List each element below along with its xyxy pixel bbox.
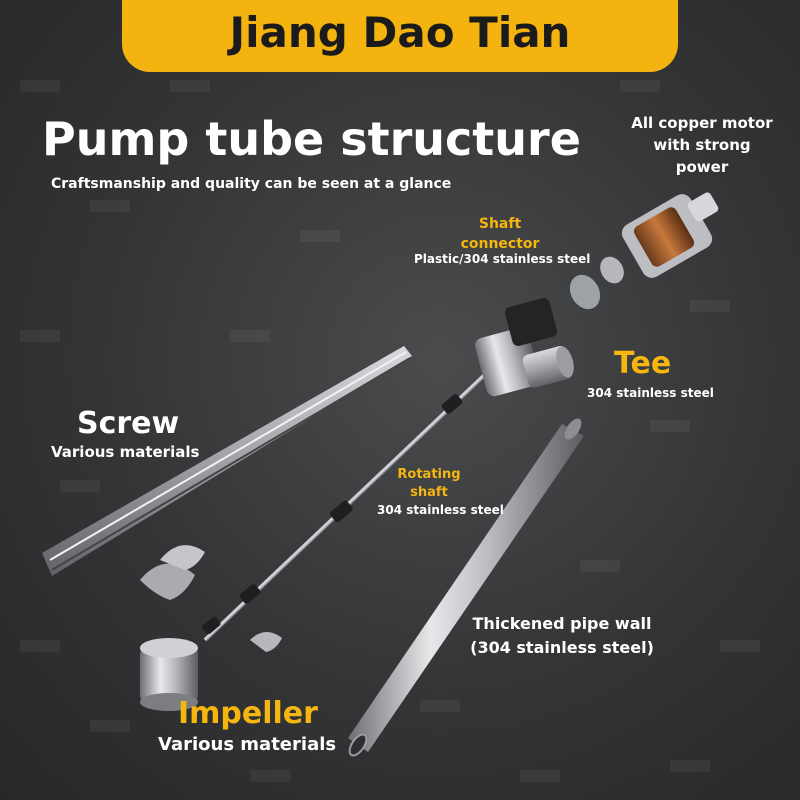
shaft-connector-label: Shaft connector [440,214,560,254]
page-subtitle: Craftsmanship and quality can be seen at… [51,176,452,192]
shaft-connector-part [569,256,624,310]
motor-part [621,192,719,278]
motor-label-line1: All copper motor [631,114,773,132]
pipe-wall-label-line1: Thickened pipe wall [472,614,652,633]
tee-label: Tee [614,346,672,381]
rotating-shaft-part [202,366,494,642]
shaft-connector-label-line1: Shaft [478,216,522,232]
shaft-connector-material: Plastic/304 stainless steel [414,252,591,266]
pipe-wall-part [348,418,584,757]
page-title: Pump tube structure [42,112,581,166]
tee-part [474,298,574,397]
rotating-shaft-label-line1: Rotating [397,467,461,482]
brand-name: Jiang Dao Tian [229,8,571,57]
rotating-shaft-label-line2: shaft [410,485,448,500]
tee-material: 304 stainless steel [587,386,714,400]
impeller-part [140,638,198,711]
impeller-material: Various materials [158,734,337,755]
rotating-shaft-label: Rotating shaft [384,466,474,502]
screw-label: Screw [77,406,180,441]
screw-material: Various materials [51,443,200,461]
screw-part [42,346,412,576]
impeller-label: Impeller [178,696,318,731]
pipe-wall-label: Thickened pipe wall (304 stainless steel… [466,612,658,660]
brand-banner: Jiang Dao Tian [122,0,678,72]
motor-label-line2: with strong [653,136,751,154]
shaft-connector-label-line2: connector [460,236,540,252]
rotating-shaft-material: 304 stainless steel [377,503,504,517]
screw-flights-part [140,545,282,652]
pipe-wall-label-line2: (304 stainless steel) [470,638,654,657]
motor-label: All copper motor with strong power [622,112,782,178]
motor-label-line3: power [675,158,729,176]
